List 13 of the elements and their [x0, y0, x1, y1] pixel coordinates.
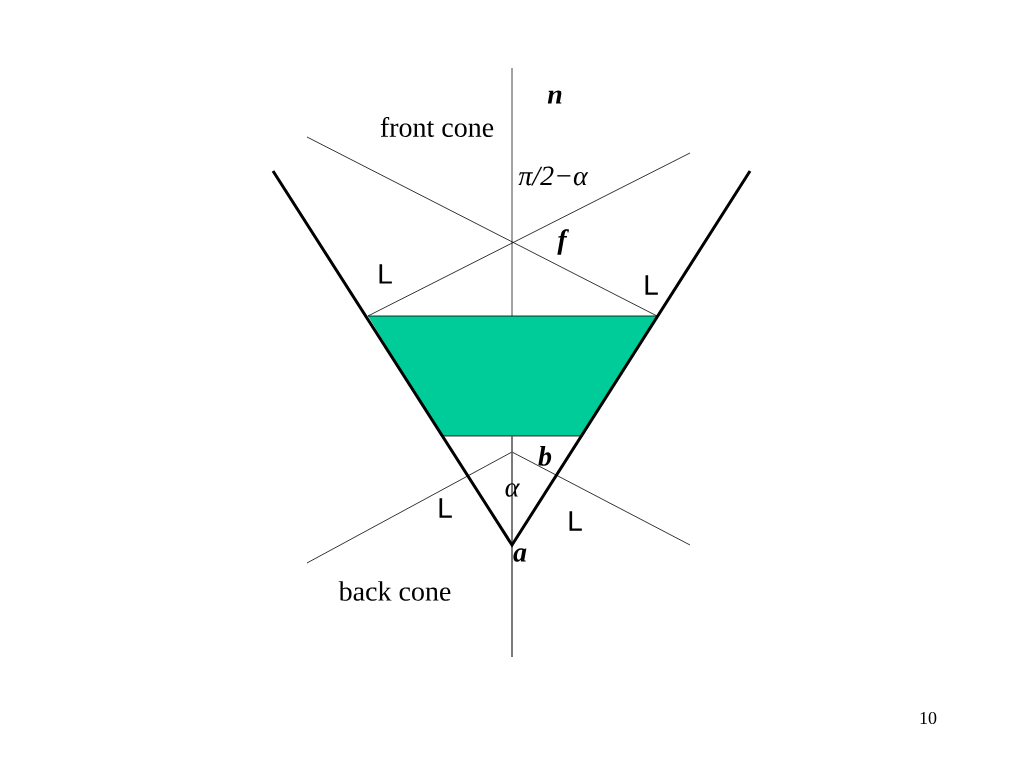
angle-label: π/2−α [518, 166, 589, 186]
point-label: a [513, 548, 527, 562]
region-label: back cone [338, 581, 451, 601]
point-label: f [557, 229, 569, 255]
point-label: n [547, 90, 562, 104]
region-label: front cone [380, 117, 494, 137]
point-label: b [538, 446, 552, 466]
angle-label: α [505, 483, 520, 497]
length-label: L [569, 511, 582, 531]
page-number: 10 [920, 711, 937, 725]
length-label: L [645, 275, 658, 295]
length-label: L [379, 264, 392, 284]
length-label: L [439, 498, 452, 518]
